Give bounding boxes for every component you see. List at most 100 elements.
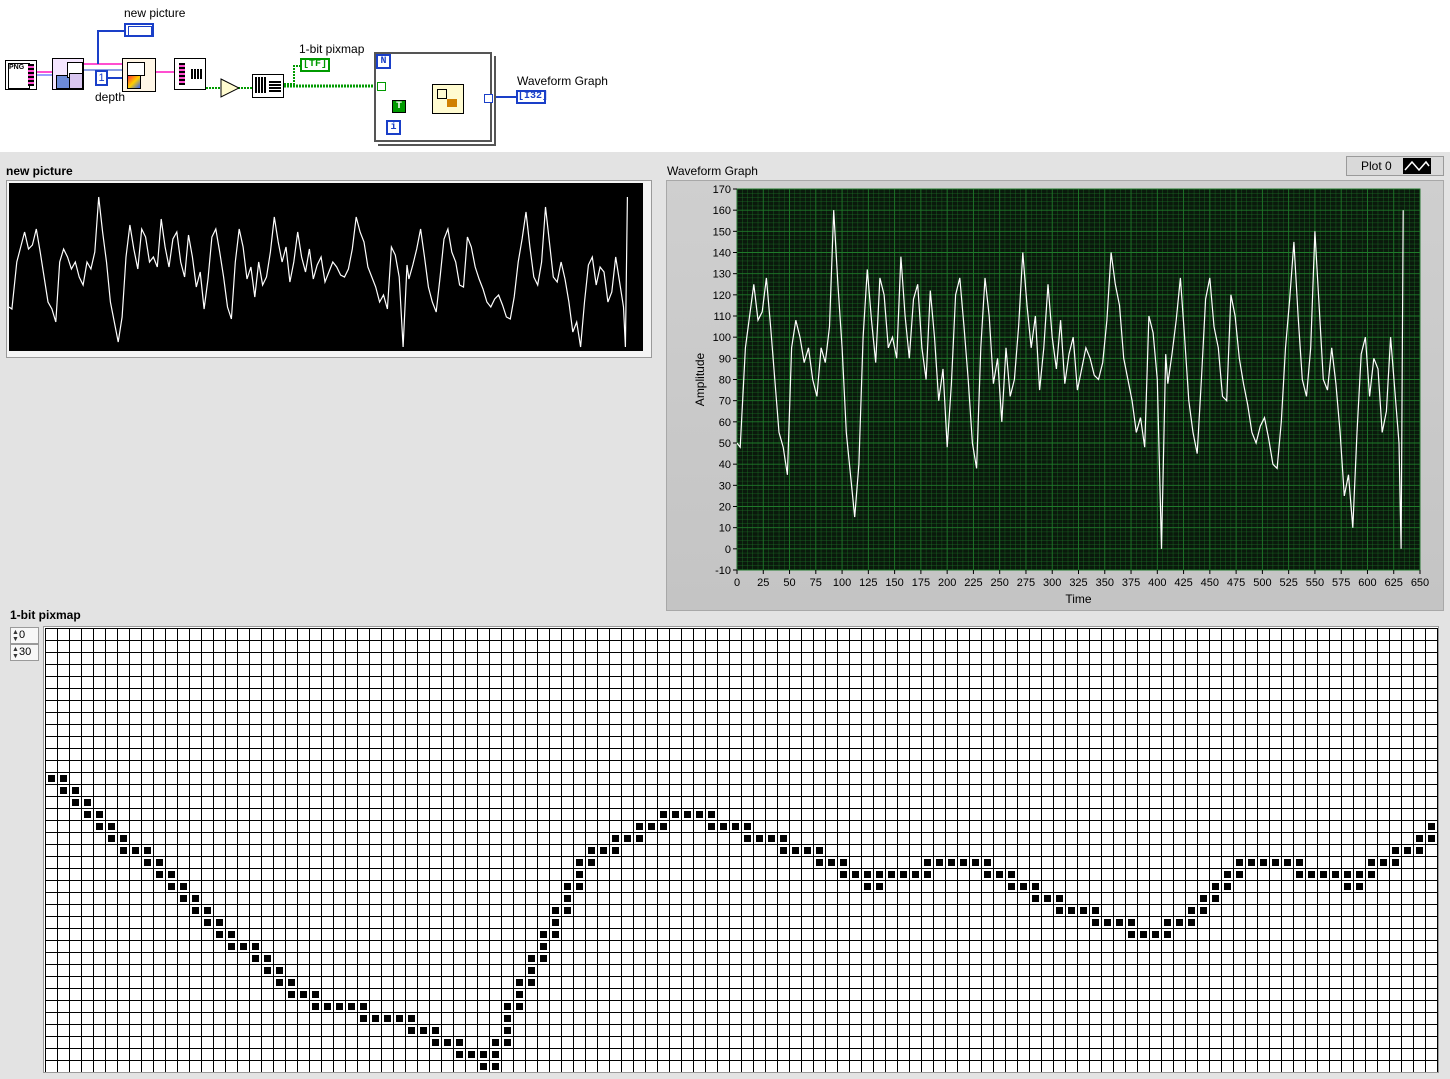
pixmap-cell-on (876, 883, 883, 890)
boolean-to-number-node[interactable] (432, 84, 464, 114)
x-tick-label: 325 (1069, 577, 1087, 589)
pixmap-cell-on (312, 991, 319, 998)
matrix-icon (255, 77, 267, 93)
plot-legend[interactable]: Plot 0 (1346, 156, 1444, 176)
pixmap-cell-on (540, 943, 547, 950)
png-file-node[interactable]: PNG (5, 60, 37, 90)
y-tick-label: 20 (719, 502, 731, 514)
pixmap-cell-on (108, 823, 115, 830)
y-tick-label: 50 (719, 438, 731, 450)
unflatten-node[interactable] (174, 58, 206, 90)
pixmap-cell-on (252, 955, 259, 962)
pixmap-cell-on (588, 859, 595, 866)
input-tunnel (377, 82, 386, 91)
pixmap-cell-on (360, 1003, 367, 1010)
pixmap-cell-on (408, 1027, 415, 1034)
pixmap-cell-on (372, 1015, 379, 1022)
pixmap-cell-on (72, 787, 79, 794)
x-tick-label: 25 (757, 577, 769, 589)
x-tick-label: 550 (1306, 577, 1324, 589)
for-loop[interactable]: N i T (374, 52, 493, 142)
pixmap-cell-on (1140, 931, 1147, 938)
output-tunnel (484, 94, 493, 103)
x-tick-label: 50 (783, 577, 795, 589)
pixmap-cell-on (1008, 883, 1015, 890)
pixmap-cell-on (564, 907, 571, 914)
pixmap-bd-label: 1-bit pixmap (299, 42, 365, 56)
true-constant[interactable]: T (392, 100, 406, 113)
picture-canvas (9, 183, 643, 351)
plot-0-trace (736, 210, 1404, 549)
wire-to-pixmap[interactable] (284, 65, 300, 85)
y-tick-label: 160 (713, 205, 731, 217)
reshape-array-node[interactable] (252, 74, 284, 98)
depth-label: depth (95, 90, 126, 104)
pixmap-cell-on (228, 931, 235, 938)
pixmap-cell-on (348, 1003, 355, 1010)
column-index-control[interactable]: ▲▼ 30 (10, 644, 39, 661)
flatten-pixmap-node[interactable] (122, 58, 156, 92)
pixmap-array[interactable] (43, 626, 1439, 1073)
pixmap-cell-on (1056, 907, 1063, 914)
picture-label: new picture (6, 164, 73, 178)
read-png-node[interactable] (52, 58, 84, 90)
pixmap-cell-on (1224, 883, 1231, 890)
picture-indicator[interactable] (6, 180, 652, 358)
pixmap-terminal[interactable]: [TF] (300, 58, 330, 72)
wire-to-new-picture[interactable] (97, 30, 124, 64)
pixmap-cell-on (660, 823, 667, 830)
index-increment-icon[interactable]: ▲▼ (12, 629, 19, 643)
pixmap-cell-on (1320, 871, 1327, 878)
pixmap-cell-on (336, 1003, 343, 1010)
pixmap-cell-on (1212, 883, 1219, 890)
numeric-icon (447, 99, 457, 107)
pixmap-cell-on (504, 1039, 511, 1046)
pixmap-cell-on (768, 835, 775, 842)
index-increment-icon[interactable]: ▲▼ (12, 646, 19, 660)
arrow-icon (127, 62, 145, 76)
row-index-value: 0 (19, 629, 26, 641)
pixmap-cell-on (216, 919, 223, 926)
pixmap-cell-on (972, 859, 979, 866)
x-tick-label: 300 (1043, 577, 1061, 589)
pixmap-cell-on (96, 811, 103, 818)
cluster-icon (179, 63, 185, 85)
column-index-value: 30 (19, 646, 32, 658)
pixmap-cell-on (132, 847, 139, 854)
pixmap-cell-on (384, 1015, 391, 1022)
pixmap-cell-on (1032, 895, 1039, 902)
pixmap-cell-on (1008, 871, 1015, 878)
pixmap-cell-on (588, 847, 595, 854)
pixmap-cell-on (816, 859, 823, 866)
pixmap-cell-on (1164, 919, 1171, 926)
pixmap-cell-on (948, 859, 955, 866)
depth-constant[interactable]: 1 (95, 70, 108, 86)
y-tick-label: 80 (719, 375, 731, 387)
compare-node[interactable] (220, 78, 240, 98)
pixmap-cell-on (516, 991, 523, 998)
pixmap-grid (44, 627, 1438, 1072)
pixmap-cell-on (1248, 859, 1255, 866)
new-picture-terminal[interactable] (124, 23, 154, 37)
pixmap-cell-on (60, 775, 67, 782)
x-tick-label: 0 (734, 577, 740, 589)
pixmap-cell-on (120, 847, 127, 854)
pixmap-cell-on (660, 811, 667, 818)
pixmap-cell-on (720, 823, 727, 830)
y-tick-label: 100 (713, 332, 731, 344)
pixmap-cell-on (1236, 871, 1243, 878)
pixmap-cell-on (1128, 919, 1135, 926)
row-index-control[interactable]: ▲▼ 0 (10, 627, 39, 644)
waveform-terminal[interactable]: [I32] (516, 90, 549, 104)
x-tick-label: 650 (1411, 577, 1429, 589)
wire-png-to-read[interactable] (36, 71, 52, 76)
pixmap-cell-on (432, 1039, 439, 1046)
pixmap-cell-on (432, 1027, 439, 1034)
pixmap-cell-on (840, 871, 847, 878)
pixmap-cell-on (780, 835, 787, 842)
pixmap-label: 1-bit pixmap (10, 608, 81, 622)
pixmap-cell-on (264, 955, 271, 962)
x-tick-label: 525 (1279, 577, 1297, 589)
pixmap-cell-on (288, 991, 295, 998)
